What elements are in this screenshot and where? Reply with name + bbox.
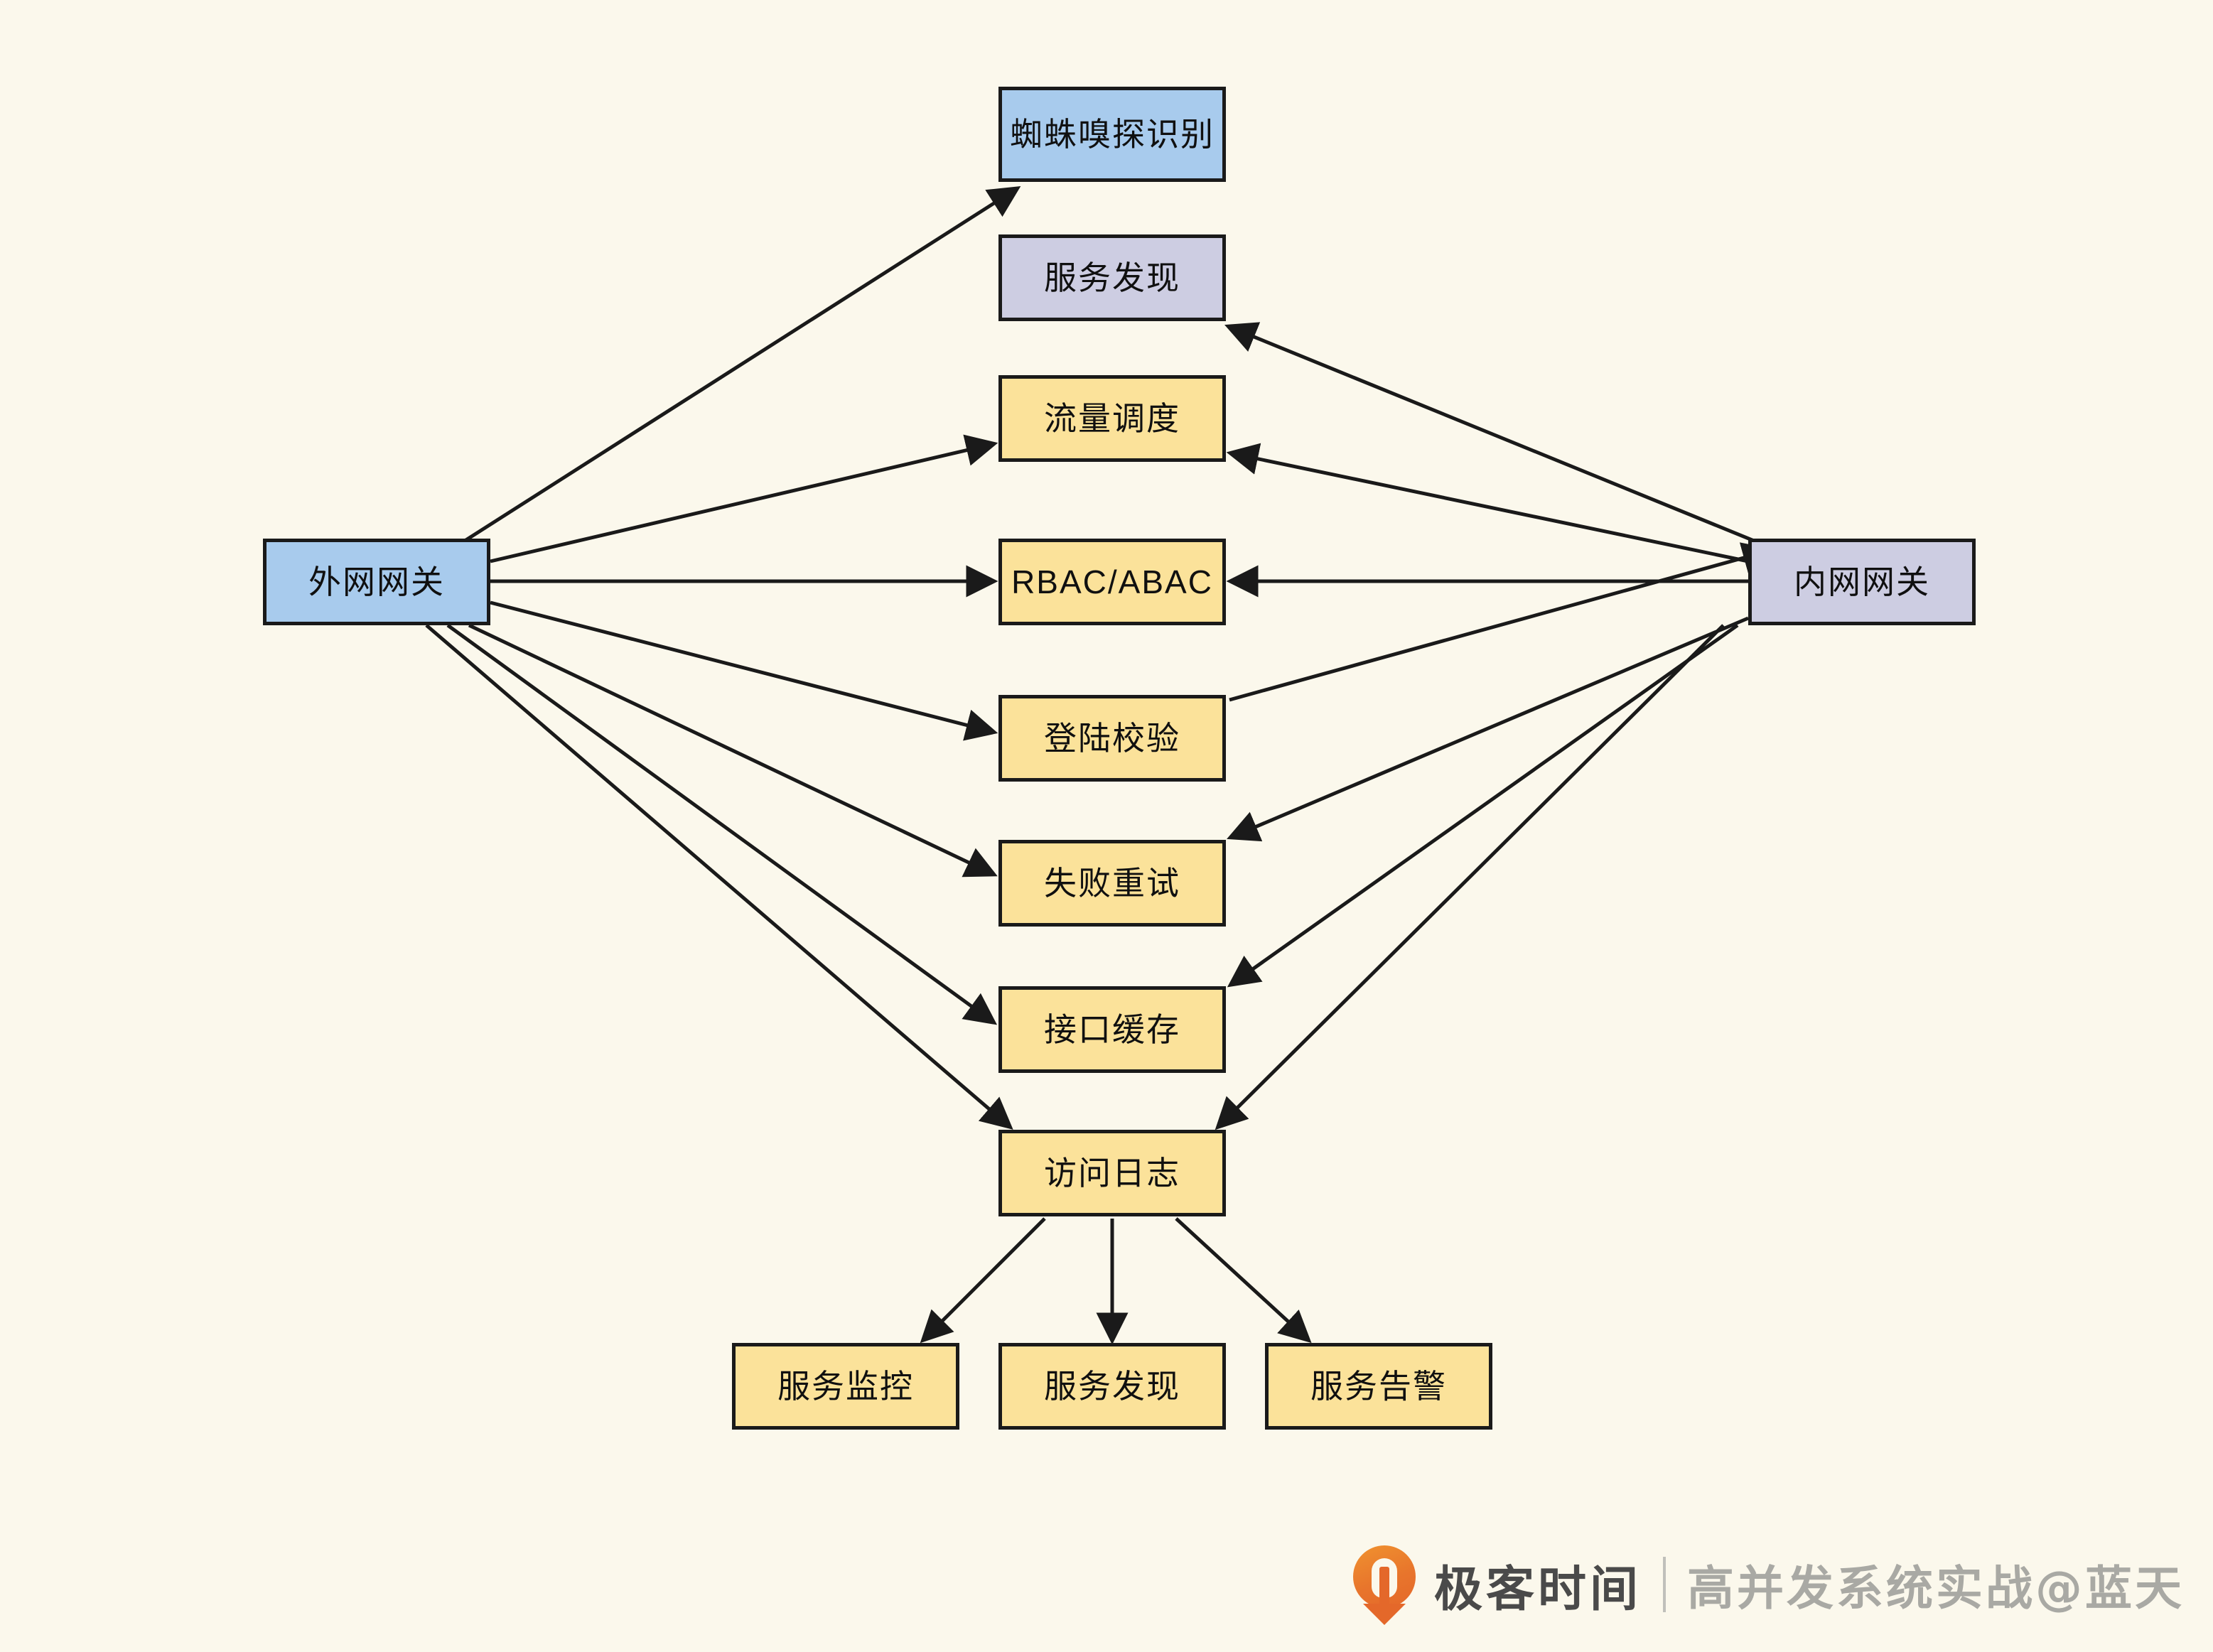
- node-failure-retry[interactable]: 失败重试: [998, 840, 1226, 927]
- node-label: 服务告警: [1310, 1367, 1447, 1405]
- edge-access-log-to-service-alerting: [1175, 1217, 1312, 1344]
- watermark-brand: 极客时间: [1434, 1561, 1642, 1618]
- watermark: 极客时间 高并发系统实战@蓝天: [1350, 1538, 2185, 1631]
- node-service-monitoring[interactable]: 服务监控: [732, 1343, 959, 1430]
- edge-external-gateway-to-traffic-scheduling: [490, 434, 998, 563]
- node-internal-gateway[interactable]: 内网网关: [1748, 539, 1976, 625]
- node-label: 服务发现: [1044, 259, 1180, 296]
- node-rbac-abac[interactable]: RBAC/ABAC: [998, 539, 1226, 625]
- node-label: 服务发现: [1044, 1367, 1180, 1405]
- node-traffic-scheduling[interactable]: 流量调度: [998, 375, 1226, 462]
- edge-internal-gateway-to-access-log: [1215, 624, 1725, 1130]
- node-service-discovery-bottom[interactable]: 服务发现: [998, 1343, 1226, 1430]
- edge-login-verification-to-service-discovery-top: [1229, 542, 1775, 702]
- node-service-discovery-top[interactable]: 服务发现: [998, 234, 1226, 321]
- node-api-cache[interactable]: 接口缓存: [998, 986, 1226, 1073]
- geekbang-logo-icon: [1350, 1545, 1418, 1625]
- node-login-verification[interactable]: 登陆校验: [998, 695, 1226, 782]
- edge-external-gateway-to-login-verification: [490, 600, 998, 741]
- edge-external-gateway-to-failure-retry: [468, 623, 998, 878]
- node-label: 失败重试: [1044, 864, 1180, 902]
- edge-internal-gateway-to-service-discovery-top: [1224, 322, 1770, 549]
- node-label: 流量调度: [1044, 399, 1180, 437]
- edge-internal-gateway-to-traffic-scheduling: [1226, 443, 1749, 563]
- edge-internal-gateway-to-api-cache: [1227, 623, 1739, 988]
- edge-external-gateway-to-access-log: [425, 624, 1013, 1130]
- node-label: 访问日志: [1044, 1154, 1180, 1192]
- node-label: 服务监控: [777, 1367, 914, 1405]
- node-spider-sniff-detect[interactable]: 蜘蛛嗅探识别: [998, 87, 1226, 182]
- node-label: 外网网关: [308, 563, 445, 600]
- node-service-alerting[interactable]: 服务告警: [1265, 1343, 1492, 1430]
- node-label: 蜘蛛嗅探识别: [1010, 115, 1215, 153]
- node-label: 接口缓存: [1044, 1010, 1180, 1048]
- edge-external-gateway-to-spider-sniff-detect: [453, 185, 1021, 549]
- node-label: RBAC/ABAC: [1011, 563, 1213, 600]
- edge-external-gateway-to-api-cache: [446, 623, 998, 1025]
- watermark-course: 高并发系统实战@蓝天: [1687, 1561, 2185, 1616]
- edge-access-log-to-service-monitoring: [920, 1217, 1046, 1344]
- node-access-log[interactable]: 访问日志: [998, 1130, 1226, 1216]
- node-external-gateway[interactable]: 外网网关: [263, 539, 490, 625]
- watermark-divider: [1663, 1557, 1667, 1612]
- node-label: 登陆校验: [1044, 719, 1180, 757]
- node-label: 内网网关: [1794, 563, 1930, 600]
- edge-internal-gateway-to-failure-retry: [1227, 616, 1749, 842]
